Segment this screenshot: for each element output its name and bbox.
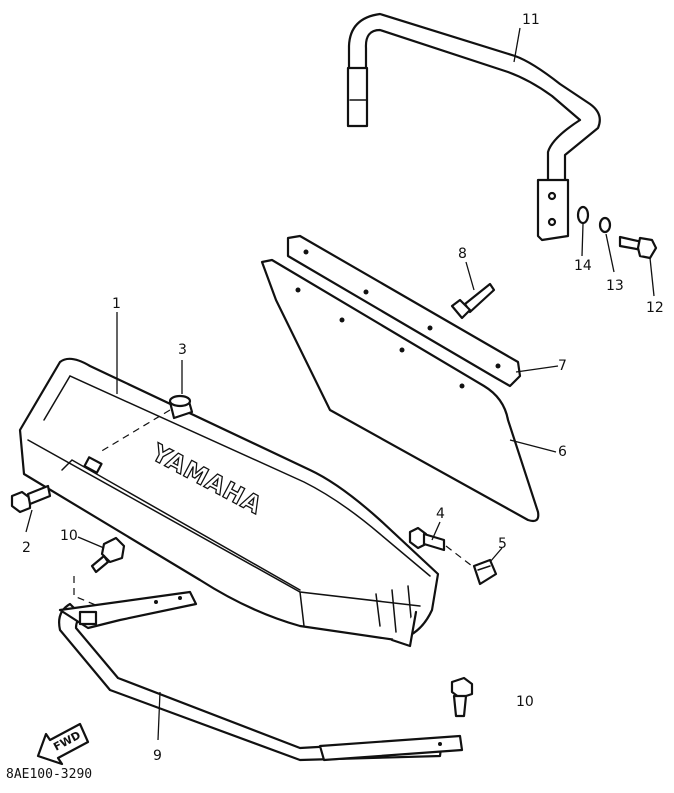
leader-8 <box>465 261 475 291</box>
bumper-bar <box>58 590 464 762</box>
fwd-arrow-icon: FWD <box>36 722 90 766</box>
bolt-2 <box>10 484 52 514</box>
washer-14 <box>576 205 590 225</box>
leader-5 <box>489 547 503 563</box>
callout-12: 12 <box>646 300 664 316</box>
leader-9 <box>157 691 161 741</box>
callout-3: 3 <box>178 342 187 358</box>
leader-4 <box>431 521 441 541</box>
leader-13 <box>605 233 615 273</box>
callout-2: 2 <box>22 540 31 556</box>
grommet-guide-line <box>99 409 171 453</box>
bolt-guide-line <box>73 576 99 607</box>
callout-14: 14 <box>574 258 592 274</box>
callout-13: 13 <box>606 278 624 294</box>
callout-11: 11 <box>522 12 540 28</box>
washer-13 <box>598 216 612 234</box>
bolt-12 <box>618 235 658 260</box>
leader-11 <box>513 27 521 63</box>
leader-6 <box>509 439 557 453</box>
bolt-10-right <box>450 676 474 718</box>
leader-2 <box>25 509 33 533</box>
grab-bar <box>346 12 601 242</box>
grommet-3 <box>168 394 194 420</box>
rivet-8 <box>450 282 496 320</box>
callout-10a: 10 <box>60 528 78 544</box>
callout-1: 1 <box>112 296 121 312</box>
leader-7 <box>515 365 559 373</box>
leader-14 <box>581 223 584 257</box>
plate-bracket <box>286 234 522 388</box>
nut-5 <box>472 558 498 586</box>
callout-6: 6 <box>558 444 567 460</box>
bolt-4 <box>408 526 446 552</box>
callout-8: 8 <box>458 246 467 262</box>
nut-guide-line <box>445 545 473 567</box>
callout-5: 5 <box>498 536 507 552</box>
leader-10a <box>77 536 105 549</box>
leader-12 <box>649 257 655 297</box>
callout-7: 7 <box>558 358 567 374</box>
callout-10b: 10 <box>516 694 534 710</box>
callout-9: 9 <box>153 748 162 764</box>
bolt-10-left <box>90 536 126 574</box>
drawing-code: 8AE100-3290 <box>6 767 92 782</box>
callout-4: 4 <box>436 506 445 522</box>
front-bumper <box>18 357 440 648</box>
license-plate <box>260 258 540 523</box>
